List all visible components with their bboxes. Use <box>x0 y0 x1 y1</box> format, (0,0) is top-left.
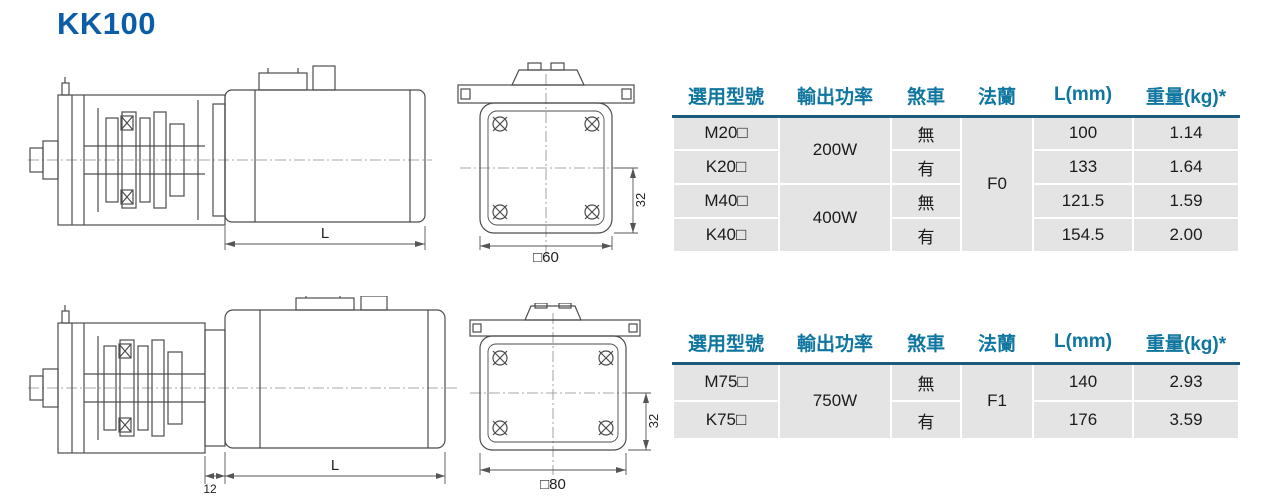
dimension-L <box>224 226 426 250</box>
dimension-square <box>479 453 627 475</box>
cell-model: M75□ <box>672 362 780 402</box>
cell-length: 121.5 <box>1032 183 1134 219</box>
mounting-bolts <box>492 116 600 220</box>
motor-face <box>479 102 613 234</box>
dimension-arrows <box>643 393 649 450</box>
spec-table-f1: 選用型號 輸出功率 煞車 法蘭 L(mm) 重量(kg)* M75□ 750W … <box>672 323 1240 440</box>
centerlines <box>460 74 634 256</box>
connector <box>524 303 582 321</box>
cell-model: K75□ <box>672 400 780 440</box>
motor-body <box>224 309 446 449</box>
cell-flange: F1 <box>960 362 1034 440</box>
coupling <box>105 111 185 209</box>
dim-label-32: 32 <box>633 193 648 207</box>
cell-weight: 3.59 <box>1132 400 1240 440</box>
cell-flange: F0 <box>960 115 1034 253</box>
cell-length: 140 <box>1032 362 1134 402</box>
header-row: 選用型號 輸出功率 煞車 法蘭 L(mm) 重量(kg)* <box>673 323 1239 365</box>
col-header-power: 輸出功率 <box>779 76 891 118</box>
col-header-flange: 法蘭 <box>961 323 1033 365</box>
dimension-arrows <box>480 467 626 473</box>
top-mounting-plate <box>469 319 641 337</box>
centerlines <box>470 313 640 475</box>
cell-weight: 1.14 <box>1132 115 1240 151</box>
cell-length: 100 <box>1032 115 1134 151</box>
table-row: K75□ 有 176 3.59 <box>672 400 1240 440</box>
dim-label-L: L <box>321 225 329 242</box>
cell-brake: 有 <box>890 400 962 440</box>
cell-weight: 1.64 <box>1132 149 1240 185</box>
dimension-32 <box>614 167 638 234</box>
col-header-brake: 煞車 <box>891 76 961 118</box>
cell-weight: 2.93 <box>1132 362 1240 402</box>
col-header-brake: 煞車 <box>891 323 961 365</box>
header-row: 選用型號 輸出功率 煞車 法蘭 L(mm) 重量(kg)* <box>673 76 1239 118</box>
cell-model: M20□ <box>672 115 780 151</box>
dim-label-12: 12 <box>203 482 217 496</box>
table-row: M20□ 200W 無 F0 100 1.14 <box>672 115 1240 253</box>
cell-length: 176 <box>1032 400 1134 440</box>
page-title: KK100 <box>57 6 156 41</box>
cell-model: K40□ <box>672 217 780 253</box>
dimension-arrows <box>630 168 636 233</box>
cell-power: 400W <box>778 183 892 253</box>
coupling <box>103 339 183 437</box>
cell-weight: 1.59 <box>1132 183 1240 219</box>
dim-label-square80: □80 <box>540 476 566 493</box>
cell-power: 200W <box>778 115 892 185</box>
connector <box>511 62 585 86</box>
dim-label-L: L <box>331 457 339 474</box>
gearbox-housing <box>57 77 226 226</box>
motor-face <box>479 335 627 451</box>
dimension-arrows <box>205 473 445 479</box>
cell-brake: 無 <box>890 115 962 151</box>
cell-brake: 無 <box>890 183 962 219</box>
col-header-model: 選用型號 <box>673 323 779 365</box>
col-header-weight: 重量(kg)* <box>1133 76 1239 118</box>
motor-connectors <box>295 296 388 311</box>
front-view-drawing-80: □80 32 <box>469 303 661 493</box>
cell-length: 154.5 <box>1032 217 1134 253</box>
dimension-arrows <box>225 241 425 247</box>
cell-brake: 有 <box>890 149 962 185</box>
spec-table-f0: 選用型號 輸出功率 煞車 法蘭 L(mm) 重量(kg)* M20□ 200W … <box>672 76 1240 253</box>
table-row: M40□ 400W 無 121.5 1.59 <box>672 183 1240 253</box>
cell-power: 750W <box>778 362 892 440</box>
mounting-bolts <box>492 350 614 436</box>
motor-connectors <box>258 65 336 91</box>
side-view-drawing-large-motor: 12 L <box>28 296 460 496</box>
cell-brake: 無 <box>890 362 962 402</box>
col-header-length: L(mm) <box>1033 323 1133 365</box>
dim-label-32: 32 <box>646 414 661 428</box>
bolt-section-marks <box>120 115 134 205</box>
cell-brake: 有 <box>890 217 962 253</box>
dim-label-square60: □60 <box>533 249 559 265</box>
side-view-drawing-small-motor: L <box>28 65 432 250</box>
cell-model: M40□ <box>672 183 780 219</box>
dimension-12-L <box>204 452 446 484</box>
col-header-weight: 重量(kg)* <box>1133 323 1239 365</box>
col-header-model: 選用型號 <box>673 76 779 118</box>
table-row: M75□ 750W 無 F1 140 2.93 <box>672 362 1240 440</box>
dimension-square <box>479 236 613 250</box>
col-header-power: 輸出功率 <box>779 323 891 365</box>
cell-weight: 2.00 <box>1132 217 1240 253</box>
cell-model: K20□ <box>672 149 780 185</box>
motor-body <box>224 89 426 223</box>
col-header-length: L(mm) <box>1033 76 1133 118</box>
col-header-flange: 法蘭 <box>961 76 1033 118</box>
bolt-section-marks <box>118 343 132 433</box>
front-view-drawing-60: □60 32 <box>457 62 648 265</box>
table-row: K20□ 有 133 1.64 <box>672 149 1240 185</box>
cell-length: 133 <box>1032 149 1134 185</box>
table-row: K40□ 有 154.5 2.00 <box>672 217 1240 253</box>
dimension-arrows <box>480 243 612 249</box>
